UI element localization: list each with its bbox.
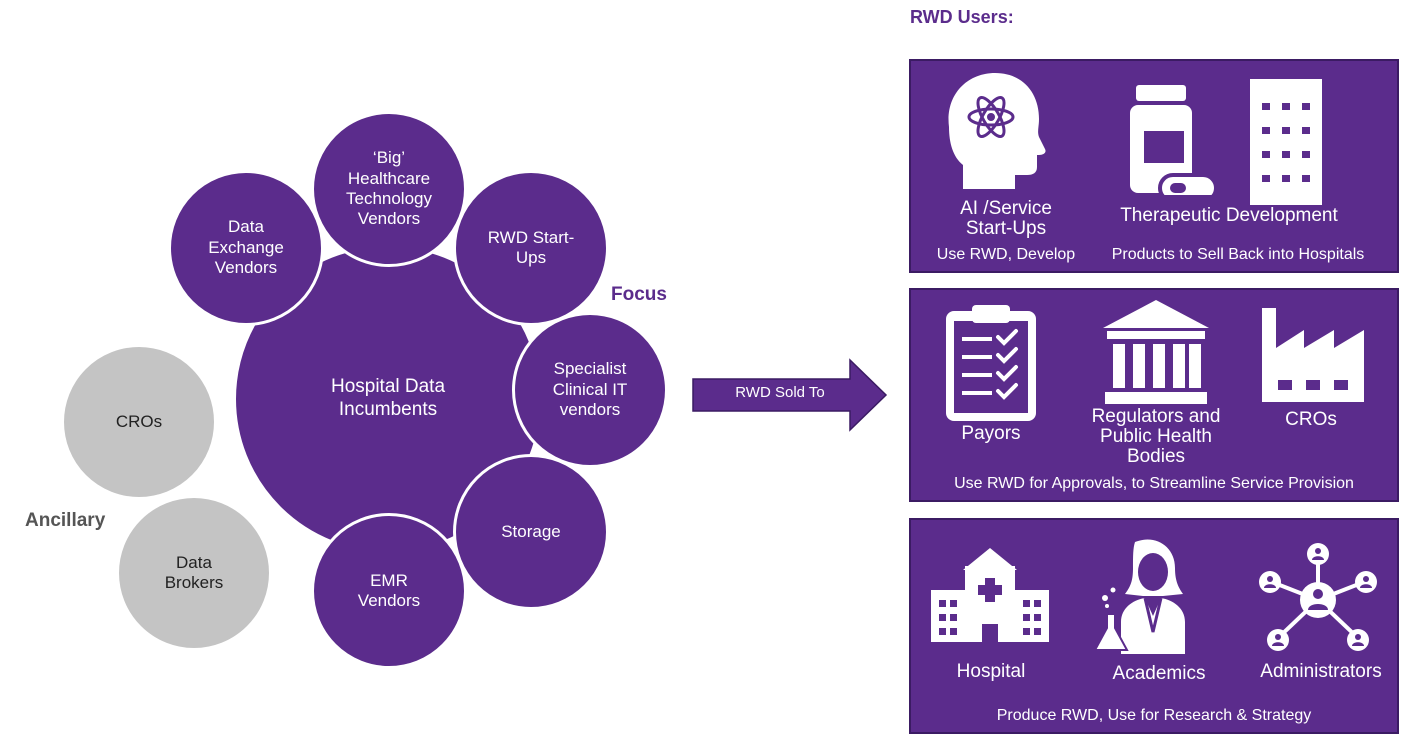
rwd-startups-circle: RWD Start- Ups (453, 170, 609, 326)
hospital-building-icon (929, 546, 1051, 644)
cros-ancillary-label: CROs (115, 411, 163, 431)
rwd-users-title: RWD Users: (910, 7, 1014, 27)
payors-regulators-panel: Payors Regulators and Public Health Bodi… (909, 288, 1399, 502)
head-atom-icon (939, 67, 1049, 189)
emr-vendors-circle: EMR Vendors (311, 513, 467, 669)
administrators-label: Administrators (1260, 661, 1382, 682)
therapeutic-development-label: Therapeutic Development (1120, 205, 1338, 226)
focus-label: Focus (611, 284, 667, 305)
people-network-icon (1256, 542, 1380, 654)
big-healthcare-vendors-label: ‘Big’ Healthcare Technology Vendors (345, 148, 432, 229)
rwd-sold-to-arrow: RWD Sold To (692, 358, 888, 432)
ai-therapeutic-panel: AI /Service Start-Ups Therapeutic Develo… (909, 59, 1399, 273)
cros-ancillary-circle: CROs (61, 344, 217, 500)
storage-circle: Storage (453, 454, 609, 610)
factory-icon (1260, 306, 1366, 404)
cros-label: CROs (1285, 409, 1337, 430)
panel3-caption: Produce RWD, Use for Research & Strategy (996, 707, 1312, 724)
data-exchange-vendors-label: Data Exchange Vendors (208, 217, 284, 278)
hospital-data-incumbents-label: Hospital Data Incumbents (330, 376, 446, 420)
ancillary-label: Ancillary (25, 510, 106, 531)
specialist-clinical-it-circle: Specialist Clinical IT vendors (512, 312, 668, 468)
producers-panel: Hospital Academics Administrators Produc… (909, 518, 1399, 734)
right-arrow-icon (692, 358, 888, 432)
storage-label: Storage (501, 521, 561, 541)
academics-label: Academics (1112, 663, 1206, 684)
payors-label: Payors (961, 423, 1021, 444)
panel1-caption-left: Use RWD, Develop (936, 246, 1076, 263)
office-building-icon (1244, 77, 1328, 207)
emr-vendors-label: EMR Vendors (357, 570, 421, 610)
government-building-icon (1101, 298, 1211, 406)
regulators-label: Regulators and Public Health Bodies (1091, 406, 1221, 467)
clipboard-checklist-icon (944, 303, 1038, 423)
panel2-caption: Use RWD for Approvals, to Streamline Ser… (954, 475, 1354, 492)
rwd-sold-to-label: RWD Sold To (735, 384, 825, 401)
data-brokers-circle: Data Brokers (116, 495, 272, 651)
hospital-label: Hospital (956, 661, 1026, 682)
data-exchange-vendors-circle: Data Exchange Vendors (168, 170, 324, 326)
data-brokers-label: Data Brokers (164, 552, 224, 592)
specialist-clinical-it-label: Specialist Clinical IT vendors (552, 359, 628, 420)
scientist-icon (1093, 536, 1211, 656)
ai-service-startups-label: AI /Service Start-Ups (960, 198, 1052, 239)
rwd-startups-label: RWD Start- Ups (487, 227, 575, 267)
big-healthcare-vendors-circle: ‘Big’ Healthcare Technology Vendors (311, 111, 467, 267)
pill-bottle-icon (1126, 83, 1218, 195)
panel1-caption-right: Products to Sell Back into Hospitals (1111, 246, 1365, 263)
